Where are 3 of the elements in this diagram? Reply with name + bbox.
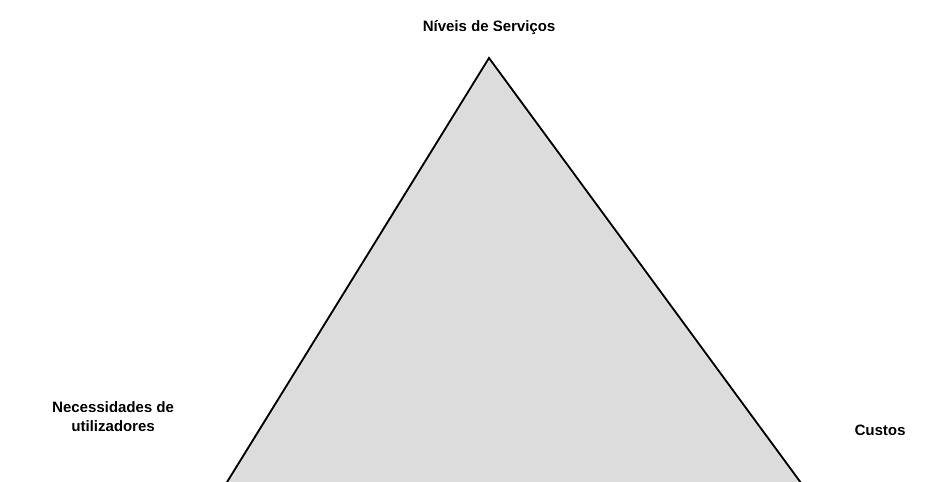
vertex-label: Necessidades de utilizadores: [51, 398, 175, 436]
vertex-label: Níveis de Serviços: [422, 17, 556, 36]
vertex-label: Custos: [854, 421, 906, 440]
